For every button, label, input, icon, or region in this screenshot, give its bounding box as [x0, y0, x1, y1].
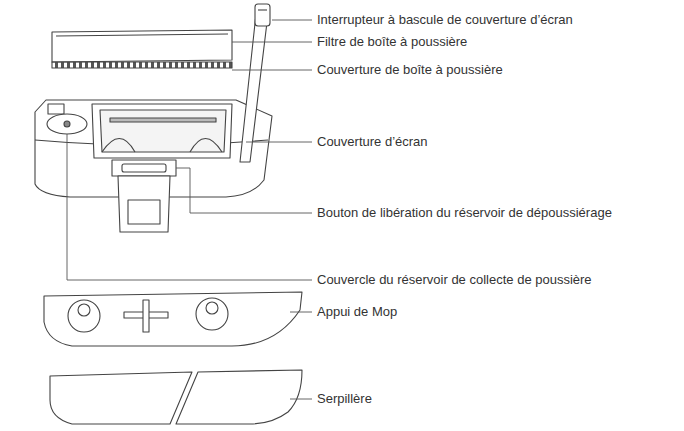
cover-switch — [255, 4, 270, 26]
dust-lid-dot — [64, 121, 70, 127]
part-label: Couverture de boîte à poussière — [317, 62, 503, 78]
mop-pad — [176, 370, 302, 424]
mop-peg — [206, 302, 218, 314]
part-label: Couverture d’écran — [317, 134, 428, 150]
leader-line — [176, 168, 190, 169]
leader-line — [246, 142, 312, 143]
leader-line — [67, 134, 312, 280]
filter-teeth — [52, 62, 232, 68]
leader-line — [232, 70, 312, 71]
dust-lid — [47, 114, 87, 134]
part-label: Serpillère — [317, 391, 372, 407]
part-label: Interrupteur à bascule de couverture d’é… — [317, 12, 573, 28]
mop-peg — [78, 304, 90, 316]
mop-mount — [68, 300, 100, 332]
part-label: Filtre de boîte à poussière — [317, 34, 467, 50]
dust-bin-slot — [110, 118, 216, 122]
mop-support — [44, 292, 302, 346]
screen-cover — [240, 14, 268, 162]
leader-line — [290, 312, 312, 313]
mop-mount — [196, 298, 228, 330]
dust-bin-inner — [100, 110, 226, 152]
part-label: Bouton de libération du réservoir de dép… — [317, 205, 612, 221]
switch-ridge — [258, 9, 267, 10]
release-button — [122, 164, 166, 172]
leader-line — [190, 168, 312, 213]
button-frame — [112, 160, 176, 176]
part-label: Appui de Mop — [317, 304, 397, 320]
dust-bin-curve — [190, 139, 222, 153]
mop-pad — [50, 372, 192, 424]
filter-edge — [56, 34, 228, 36]
dust-bin-curve — [102, 139, 135, 153]
part-label: Couvercle du réservoir de collecte de po… — [317, 272, 592, 288]
front-tab — [118, 176, 170, 232]
leader-line — [290, 399, 312, 400]
base-notch — [48, 104, 64, 114]
filter-body — [52, 30, 232, 62]
mop-cross — [143, 300, 149, 332]
dust-bin-opening — [92, 104, 232, 158]
leader-line — [272, 20, 312, 21]
front-tab-window — [128, 200, 160, 224]
leader-line — [232, 42, 312, 43]
